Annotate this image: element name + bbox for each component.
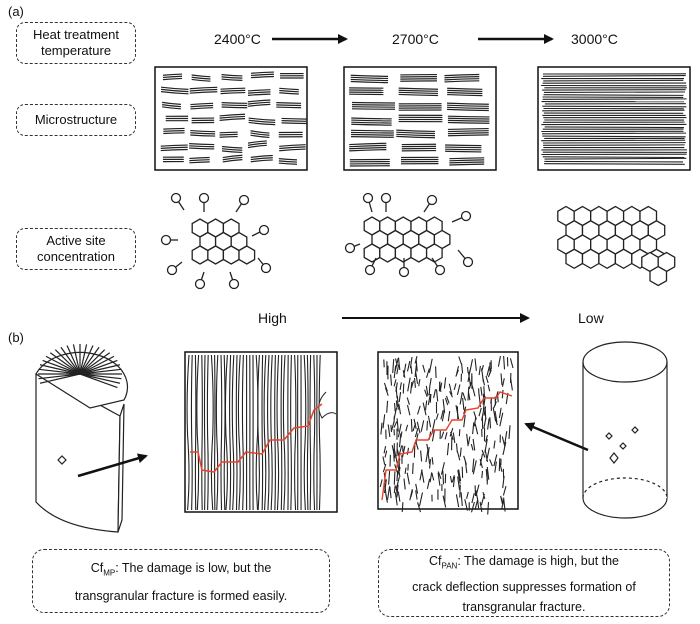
temperature-3000: 3000°C [571,31,618,47]
row-label-active-site: Active site concentration [16,228,136,270]
temperature-2400: 2400°C [214,31,261,47]
active-site-low: Low [578,310,604,326]
caption-pan-sub: PAN [441,561,458,571]
caption-pan-line2: crack deflection suppresses formation of [412,579,636,594]
arrow-pan-zoom [524,422,589,452]
pan-fracture-box [377,351,519,515]
caption-pan-prefix: Cf [428,554,442,568]
active-site-high: High [258,310,287,326]
microstructure-3000 [537,66,691,171]
arrow-mp-zoom [77,453,148,478]
microstructure-2400 [154,66,308,171]
caption-pan-line1: : The damage is high, but the [457,554,620,568]
row-label-active-site-text: Active site concentration [36,233,116,264]
network-2700 [344,192,474,278]
caption-mp-line2: transgranular fracture is formed easily. [74,588,288,603]
crack-path-pan [381,391,513,501]
fiber-pan-illustration [582,341,668,519]
row-label-heat-treatment-text: Heat treatment temperature [33,27,119,58]
mp-fracture-box [184,351,338,513]
caption-mp-line1: : The damage is low, but the [115,561,272,575]
microstructure-2700 [343,66,497,171]
caption-pan-line3: transgranular fracture. [462,599,586,614]
network-2400 [160,192,272,290]
caption-pan: CfPAN: The damage is high, but the crack… [378,549,670,617]
caption-mp-prefix: Cf [90,561,104,575]
panel-label-a: (a) [8,4,24,19]
network-3000 [557,205,676,287]
row-label-microstructure-text: Microstructure [34,112,118,127]
caption-mp: CfMP: The damage is low, but the transgr… [32,549,330,613]
caption-mp-sub: MP [103,568,116,578]
row-label-heat-treatment: Heat treatment temperature [16,22,136,64]
fiber-mp-illustration [35,344,129,533]
row-label-microstructure: Microstructure [16,104,136,136]
crack-path-mp [190,403,323,473]
panel-label-b: (b) [8,330,24,345]
temperature-2700: 2700°C [392,31,439,47]
